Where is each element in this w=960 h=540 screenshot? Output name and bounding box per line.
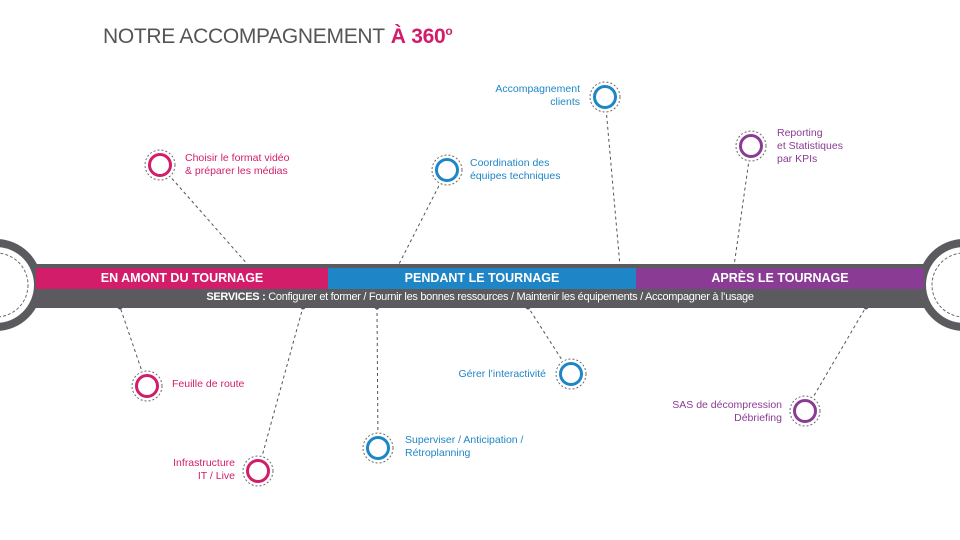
connector-reporting — [733, 145, 752, 267]
phase-band-amont — [36, 268, 328, 289]
node-feuille-route — [131, 370, 163, 402]
node-sas-debriefing — [789, 395, 821, 427]
item-label-format-video: Choisir le format vidéo& préparer les mé… — [185, 152, 290, 177]
services-text: Configurer et former / Fournir les bonne… — [268, 291, 754, 303]
phase-band-apres — [636, 268, 924, 289]
node-interactivite — [555, 358, 587, 390]
services-label: SERVICES : — [206, 291, 266, 303]
node-accompagnement — [589, 81, 621, 113]
item-label-superviser: Superviser / Anticipation /Rétroplanning — [405, 434, 524, 459]
title-accent: À 360o — [390, 24, 453, 48]
node-superviser — [362, 432, 394, 464]
node-reporting — [735, 130, 767, 162]
node-coordination — [431, 154, 463, 186]
connector-superviser — [376, 306, 379, 449]
phase-label-amont: EN AMONT DU TOURNAGE — [100, 271, 264, 285]
right-end-cap — [918, 239, 960, 331]
node-format-video — [144, 149, 176, 181]
node-infrastructure — [242, 455, 274, 487]
connector-sas-debriefing — [804, 306, 867, 412]
connector-coordination — [397, 169, 448, 267]
item-label-feuille-de-route: Feuille de route — [172, 378, 245, 390]
connector-accompagnement — [604, 96, 621, 267]
phase-label-apres: APRÈS LE TOURNAGE — [711, 271, 849, 285]
title-text: NOTRE ACCOMPAGNEMENT — [103, 25, 385, 48]
services-line: SERVICES : Configurer et former / Fourni… — [36, 291, 924, 303]
connector-format-video — [159, 164, 250, 267]
phase-label-pendant: PENDANT LE TOURNAGE — [404, 271, 560, 285]
connector-infrastructure — [257, 306, 304, 472]
item-label-interactivite: Gérer l’interactivité — [458, 368, 546, 380]
left-end-cap — [0, 239, 42, 331]
phase-band-pendant — [328, 268, 636, 289]
nodes — [131, 81, 821, 487]
